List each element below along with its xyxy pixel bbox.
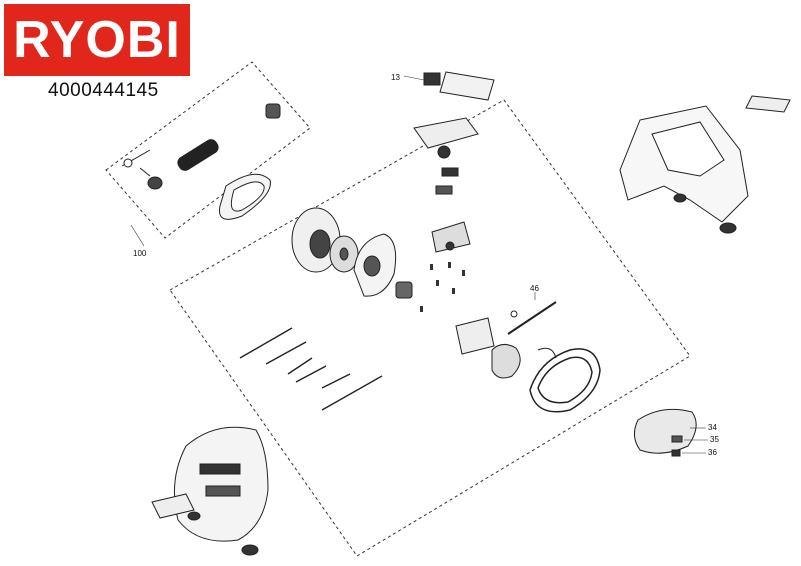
callout-13: 13	[391, 73, 400, 82]
fan-assembly	[291, 207, 413, 299]
callout-100: 100	[133, 249, 147, 258]
upper-housing	[619, 95, 791, 234]
carry-handle	[529, 348, 601, 413]
top-cover-components	[413, 71, 495, 253]
wire-leads	[239, 327, 383, 411]
base-housing	[151, 426, 269, 556]
accessory-group-boundary	[105, 61, 311, 239]
callout-leader-13	[403, 75, 425, 81]
hose-assembly	[121, 103, 281, 220]
part-number: 4000444145	[48, 80, 159, 101]
callout-leader-100	[130, 224, 145, 247]
logo-text: RYOBI	[13, 11, 181, 69]
screws	[420, 262, 465, 312]
callout-46: 46	[530, 284, 539, 293]
callout-36: 36	[708, 448, 717, 457]
ryobi-logo: RYOBI	[4, 4, 190, 76]
battery-cover-assembly	[634, 408, 697, 457]
callout-34: 34	[708, 423, 717, 432]
drive-assembly	[455, 301, 557, 379]
callout-35: 35	[710, 435, 719, 444]
